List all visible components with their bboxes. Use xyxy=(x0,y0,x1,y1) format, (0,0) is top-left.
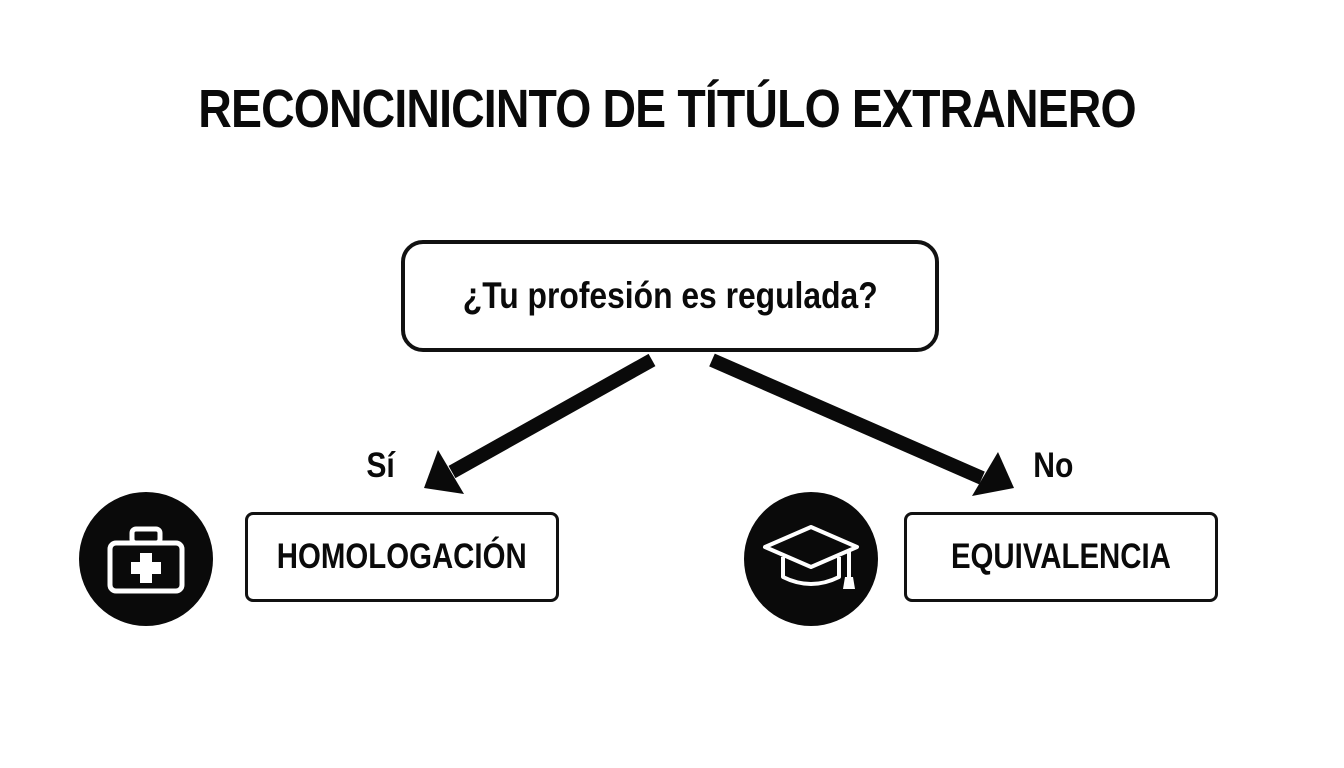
homologacion-node: HOMOLOGACIÓN xyxy=(245,512,559,602)
homologacion-label: HOMOLOGACIÓN xyxy=(277,537,527,576)
no-branch-label: No xyxy=(1033,446,1074,485)
question-text: ¿Tu profesión es regulada? xyxy=(462,275,878,316)
yes-branch-label: Sí xyxy=(366,446,395,485)
medical-briefcase-icon xyxy=(79,492,213,626)
question-node: ¿Tu profesión es regulada? xyxy=(401,240,939,352)
arrow-to-homologacion xyxy=(424,353,656,494)
equivalencia-node: EQUIVALENCIA xyxy=(904,512,1218,602)
equivalencia-label: EQUIVALENCIA xyxy=(951,537,1171,576)
arrow-to-equivalencia xyxy=(709,353,1014,496)
graduation-cap-icon xyxy=(744,492,878,626)
diagram-title: RECONCINICINTO DE TÍTÚLO EXTRANERO xyxy=(198,79,1136,139)
